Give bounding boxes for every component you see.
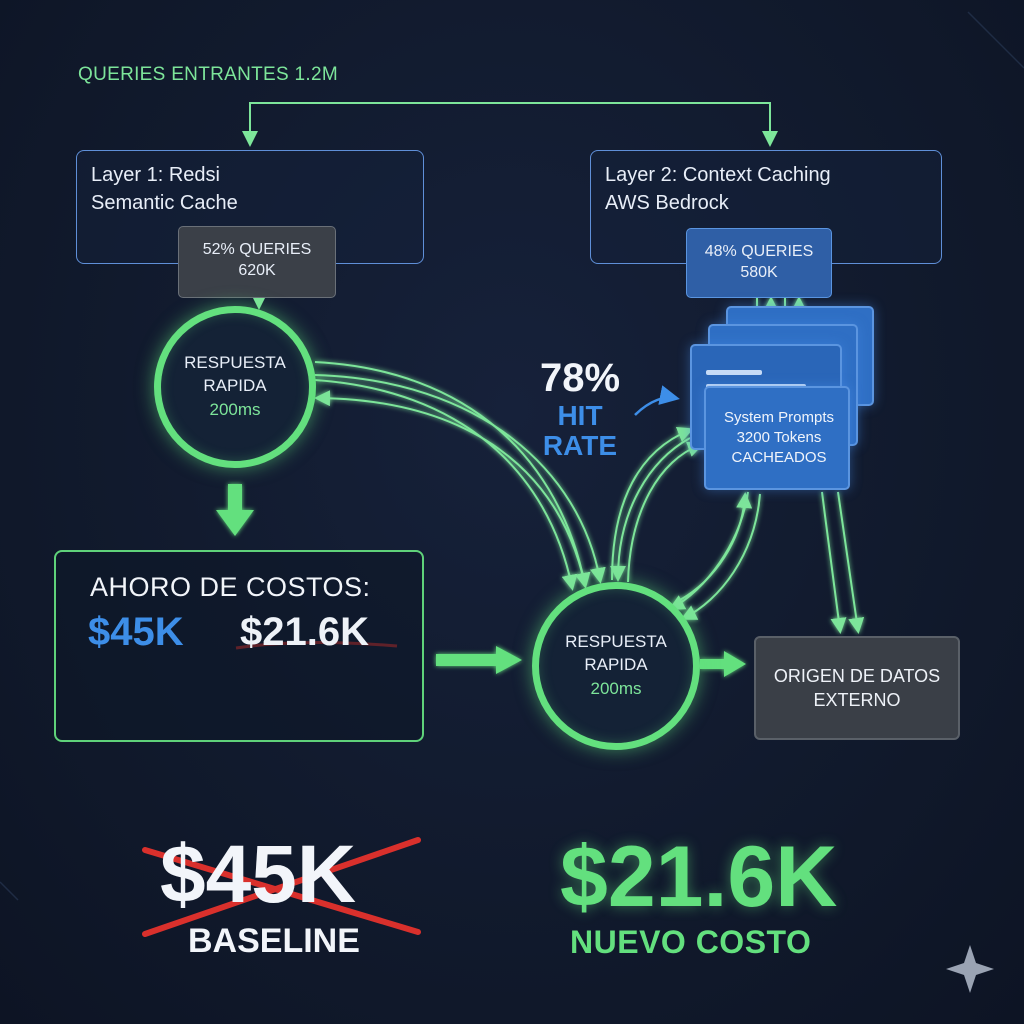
savings-old-value: $45K	[88, 610, 184, 654]
response-mid-latency: 200ms	[590, 679, 642, 698]
sparkle-icon	[946, 945, 994, 993]
new-cost-label: NUEVO COSTO	[570, 924, 812, 960]
layer1-title-line1: Layer 1: Redsi	[91, 164, 220, 186]
layer2-queries-pct: 48% QUERIES	[704, 243, 814, 260]
layer1-queries-badge: 52% QUERIES 620K	[178, 226, 336, 298]
hit-rate-line1: HIT	[557, 400, 603, 431]
incoming-splitter	[242, 102, 778, 147]
down-arrow-to-savings	[216, 484, 254, 536]
doc-card-front: System Prompts 3200 Tokens CACHEADOS	[704, 386, 850, 490]
savings-box: AHORO DE COSTOS: $45K $21.6K	[54, 550, 424, 742]
response-circle-middle: RESPUESTA RAPIDA 200ms	[532, 582, 700, 750]
incoming-queries-label: QUERIES ENTRANTES 1.2M	[78, 64, 338, 85]
savings-new-value: $21.6K	[240, 610, 369, 654]
layer1-title-line2: Semantic Cache	[91, 192, 238, 214]
layer2-queries-count: 580K	[740, 264, 778, 281]
new-cost-value: $21.6K	[560, 829, 838, 925]
layer2-title-line2: AWS Bedrock	[605, 192, 729, 214]
baseline-value: $45K	[160, 829, 357, 920]
cache-curves	[314, 361, 865, 634]
context-docs-line2: 3200 Tokens	[736, 429, 822, 446]
response-mid-line2: RAPIDA	[584, 655, 648, 674]
hit-rate-block: 78% HIT RATE	[520, 356, 640, 461]
baseline-label: BASELINE	[188, 922, 360, 960]
context-docs-line1: System Prompts	[723, 409, 835, 426]
layer1-queries-pct: 52% QUERIES	[202, 241, 312, 258]
savings-title: AHORO DE COSTOS:	[90, 572, 371, 602]
response-top-latency: 200ms	[209, 400, 261, 419]
layer2-title-line1: Layer 2: Context Caching	[605, 164, 831, 186]
origin-line1: ORIGEN DE DATOS	[773, 666, 941, 686]
layer1-queries-count: 620K	[238, 262, 276, 279]
response-circle-top: RESPUESTA RAPIDA 200ms	[154, 306, 316, 468]
origin-line2: EXTERNO	[813, 690, 901, 710]
hit-rate-line2: RATE	[542, 430, 618, 461]
response-mid-line1: RESPUESTA	[565, 632, 667, 651]
baseline-x-mark	[142, 837, 421, 937]
response-top-line1: RESPUESTA	[184, 353, 286, 372]
hit-rate-pct: 78%	[539, 356, 621, 400]
external-data-origin-box: ORIGEN DE DATOS EXTERNO	[754, 636, 960, 740]
context-docs-line3: CACHEADOS	[731, 449, 827, 466]
layer2-queries-badge: 48% QUERIES 580K	[686, 228, 832, 298]
response-top-line2: RAPIDA	[203, 376, 267, 395]
